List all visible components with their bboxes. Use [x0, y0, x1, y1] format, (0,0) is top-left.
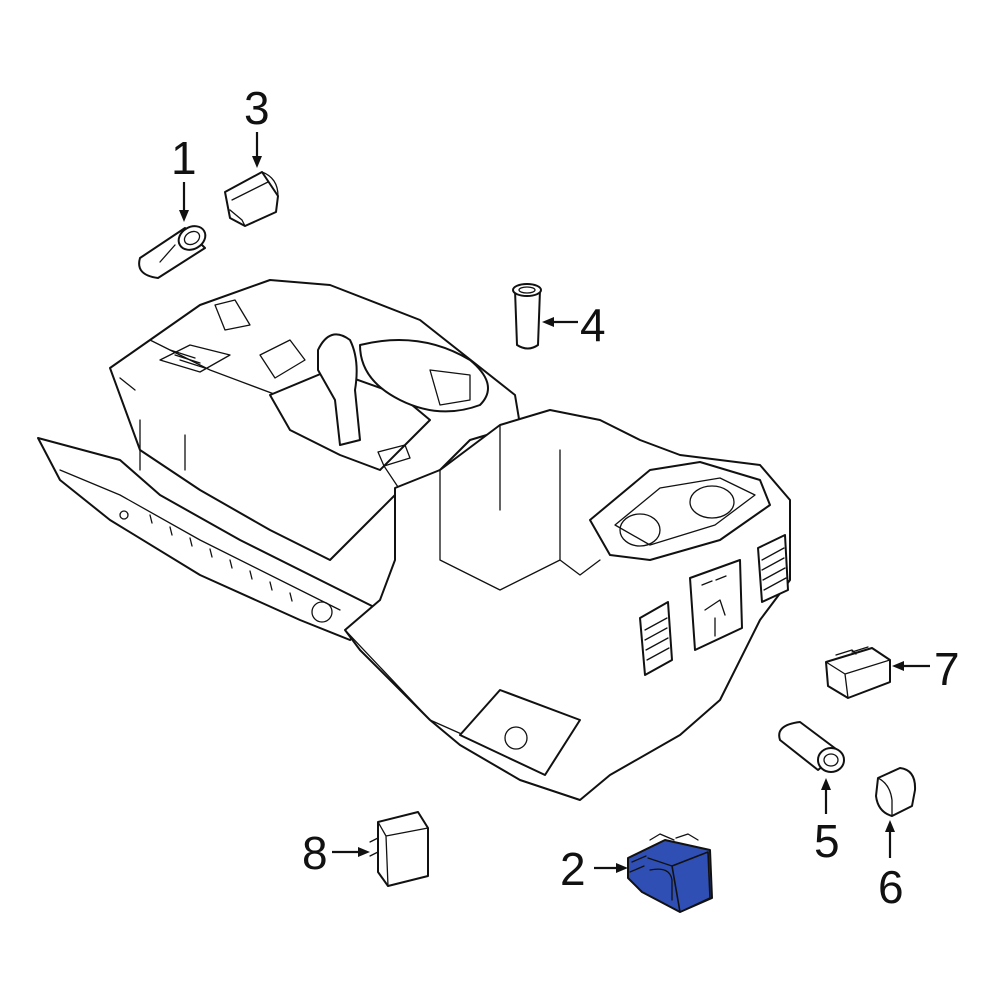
part-6-illustration [875, 767, 917, 817]
part-8-illustration [369, 811, 429, 887]
part-7-illustration [825, 646, 891, 699]
callout-7: 7 [934, 643, 960, 695]
part-1-illustration [138, 225, 207, 279]
callout-8: 8 [302, 827, 328, 879]
part-2-illustration [627, 833, 713, 913]
callout-5: 5 [814, 815, 840, 867]
leader-arrows [179, 132, 930, 873]
part-5-illustration [778, 721, 845, 773]
callout-4: 4 [580, 299, 606, 351]
part-3-illustration [224, 171, 279, 227]
part-4-illustration [512, 283, 542, 350]
callout-1: 1 [171, 132, 197, 184]
callout-6: 6 [878, 861, 904, 913]
center-console-assembly [37, 279, 791, 801]
callout-2: 2 [560, 843, 586, 895]
callout-3: 3 [244, 82, 270, 134]
